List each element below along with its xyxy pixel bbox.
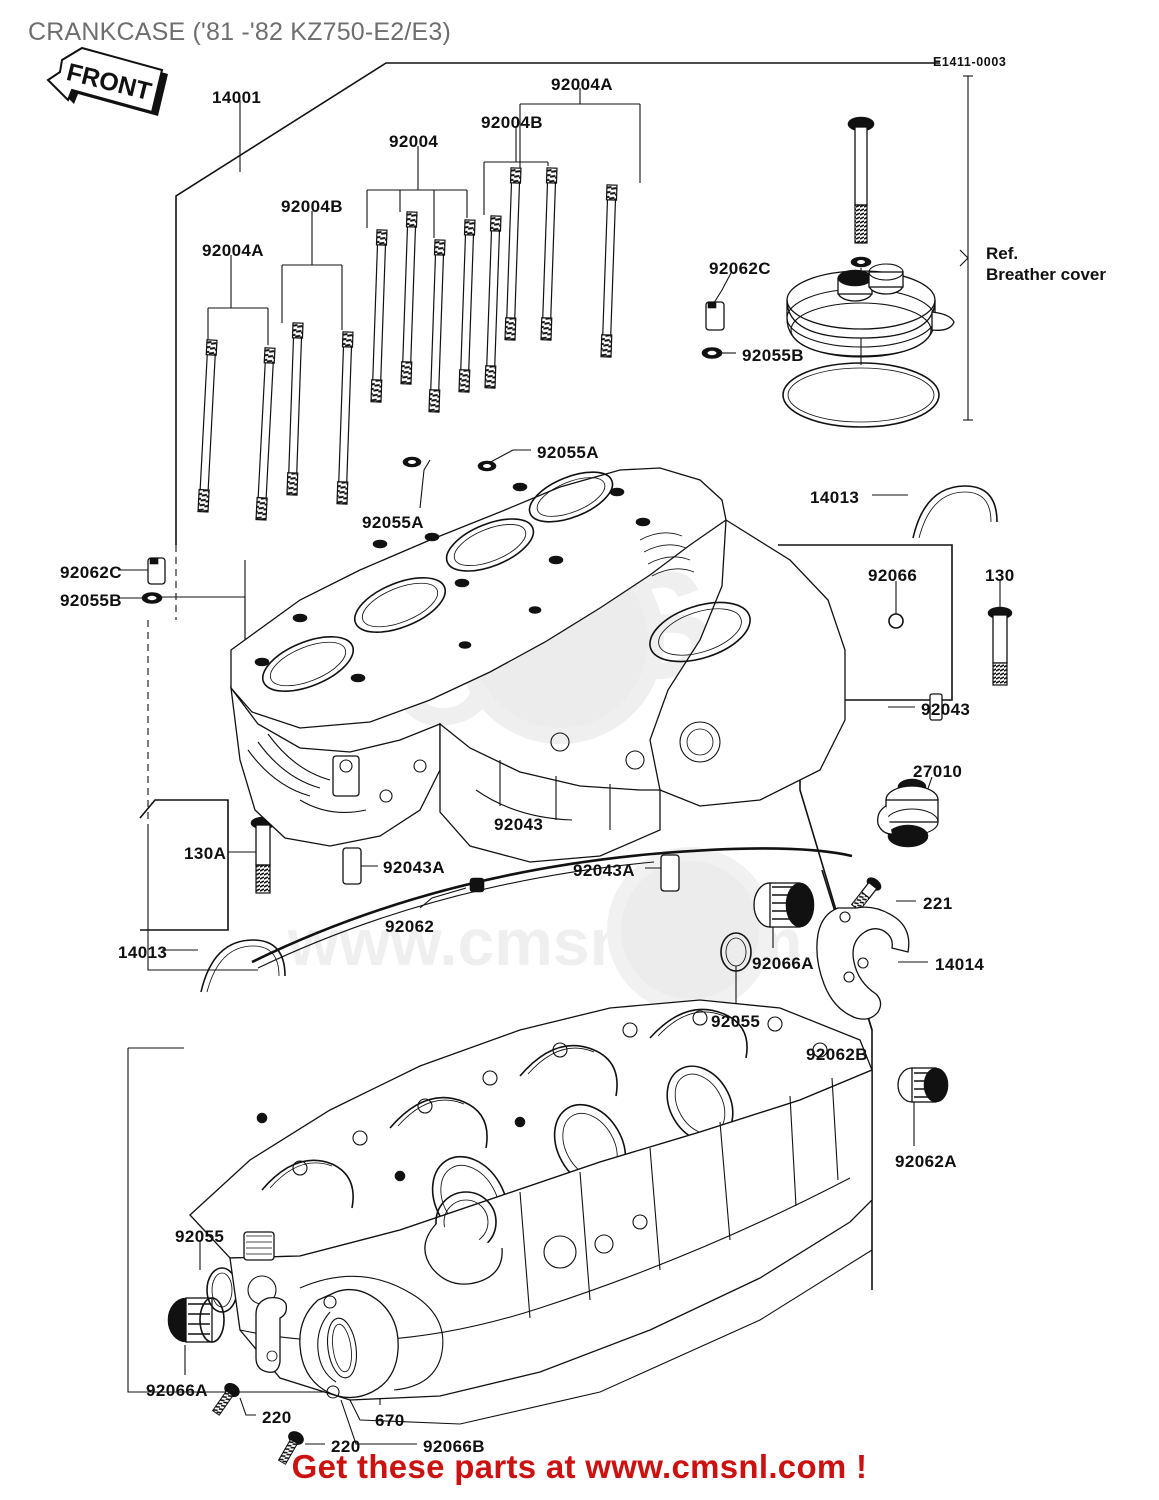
reference-line-2: Breather cover: [986, 265, 1107, 285]
callout-o-ring-a-left[interactable]: 92055A: [362, 513, 424, 532]
breather-cover-reference: Ref. Breather cover: [986, 243, 1106, 286]
bracket-14014: [816, 906, 910, 1020]
callout-stud-bolt-b-left[interactable]: 92004B: [281, 197, 343, 216]
oil-pressure-switch: [877, 778, 939, 848]
callout-bearing-insert-right[interactable]: 14013: [810, 488, 860, 507]
callout-breather-plug[interactable]: 92062C: [709, 259, 771, 278]
reference-line-1: Ref.: [986, 244, 1019, 263]
callout-bracket-14014[interactable]: 14014: [935, 955, 985, 974]
callout-pin-92043-right[interactable]: 92043: [921, 700, 971, 719]
callout-stud-bolt[interactable]: 92004: [389, 132, 439, 151]
callout-pin-92043a-left[interactable]: 92043A: [383, 858, 445, 877]
callout-o-ring-92055-lower[interactable]: 92055: [175, 1227, 225, 1246]
plugs-92066a: [167, 882, 949, 1343]
callout-plug-92066[interactable]: 92066: [868, 566, 918, 585]
callout-plug-92062a[interactable]: 92062A: [895, 1152, 957, 1171]
callout-plug-92062b[interactable]: 92062B: [806, 1045, 868, 1064]
callout-plug-92062[interactable]: 92062: [385, 917, 435, 936]
callout-stud-bolt-a-left[interactable]: 92004A: [202, 241, 264, 260]
lower-crankcase-half: [189, 999, 873, 1425]
callout-plug-c-left[interactable]: 92062C: [60, 563, 122, 582]
callout-o-ring-a-right[interactable]: 92055A: [537, 443, 599, 462]
callout-bolt-221[interactable]: 221: [923, 894, 953, 913]
front-direction-badge: FRONT: [44, 46, 170, 130]
callout-pin-92043-mid[interactable]: 92043: [494, 815, 544, 834]
footer-promo-text: Get these parts at www.cmsnl.com !: [291, 1448, 868, 1485]
leader-lines: [118, 88, 1001, 1445]
breather-cover-assembly: [782, 116, 955, 428]
stud-bolts-group: [197, 167, 618, 521]
callout-breather-o-ring[interactable]: 92055B: [742, 346, 804, 365]
callout-plug-92066a-lower[interactable]: 92066A: [146, 1381, 208, 1400]
callout-screw-220-lower[interactable]: 220: [331, 1437, 361, 1456]
callout-plug-92066b[interactable]: 92066B: [423, 1437, 485, 1456]
callout-bolt-130a[interactable]: 130A: [184, 844, 227, 863]
page-title: CRANKCASE ('81 -'82 KZ750-E2/E3): [28, 18, 452, 46]
bolts-130-group: [211, 606, 1013, 1465]
callout-oil-pressure-switch[interactable]: 27010: [913, 762, 963, 781]
callout-bolt-130[interactable]: 130: [985, 566, 1015, 585]
callout-pin-92043a-right[interactable]: 92043A: [573, 861, 635, 880]
bearing-inserts: [200, 485, 998, 993]
callout-plug-92066a-mid[interactable]: 92066A: [752, 954, 814, 973]
callout-screw-220-upper[interactable]: 220: [262, 1408, 292, 1427]
callout-bearing-insert-left[interactable]: 14013: [118, 943, 168, 962]
oil-pump-cover-670: [255, 1275, 444, 1399]
upper-crankcase-half: [230, 467, 853, 969]
callout-crankcase-set[interactable]: 14001: [212, 88, 262, 107]
callout-stud-bolt-b-upper-right[interactable]: 92004B: [481, 113, 543, 132]
diagram-code: E1411-0003: [933, 55, 1007, 69]
callout-stud-bolt-a-upper-right[interactable]: 92004A: [551, 75, 613, 94]
callout-o-ring-92055-mid[interactable]: 92055: [711, 1012, 761, 1031]
callout-oil-pump-cover-670[interactable]: 670: [375, 1411, 405, 1430]
callout-o-ring-b-left[interactable]: 92055B: [60, 591, 122, 610]
